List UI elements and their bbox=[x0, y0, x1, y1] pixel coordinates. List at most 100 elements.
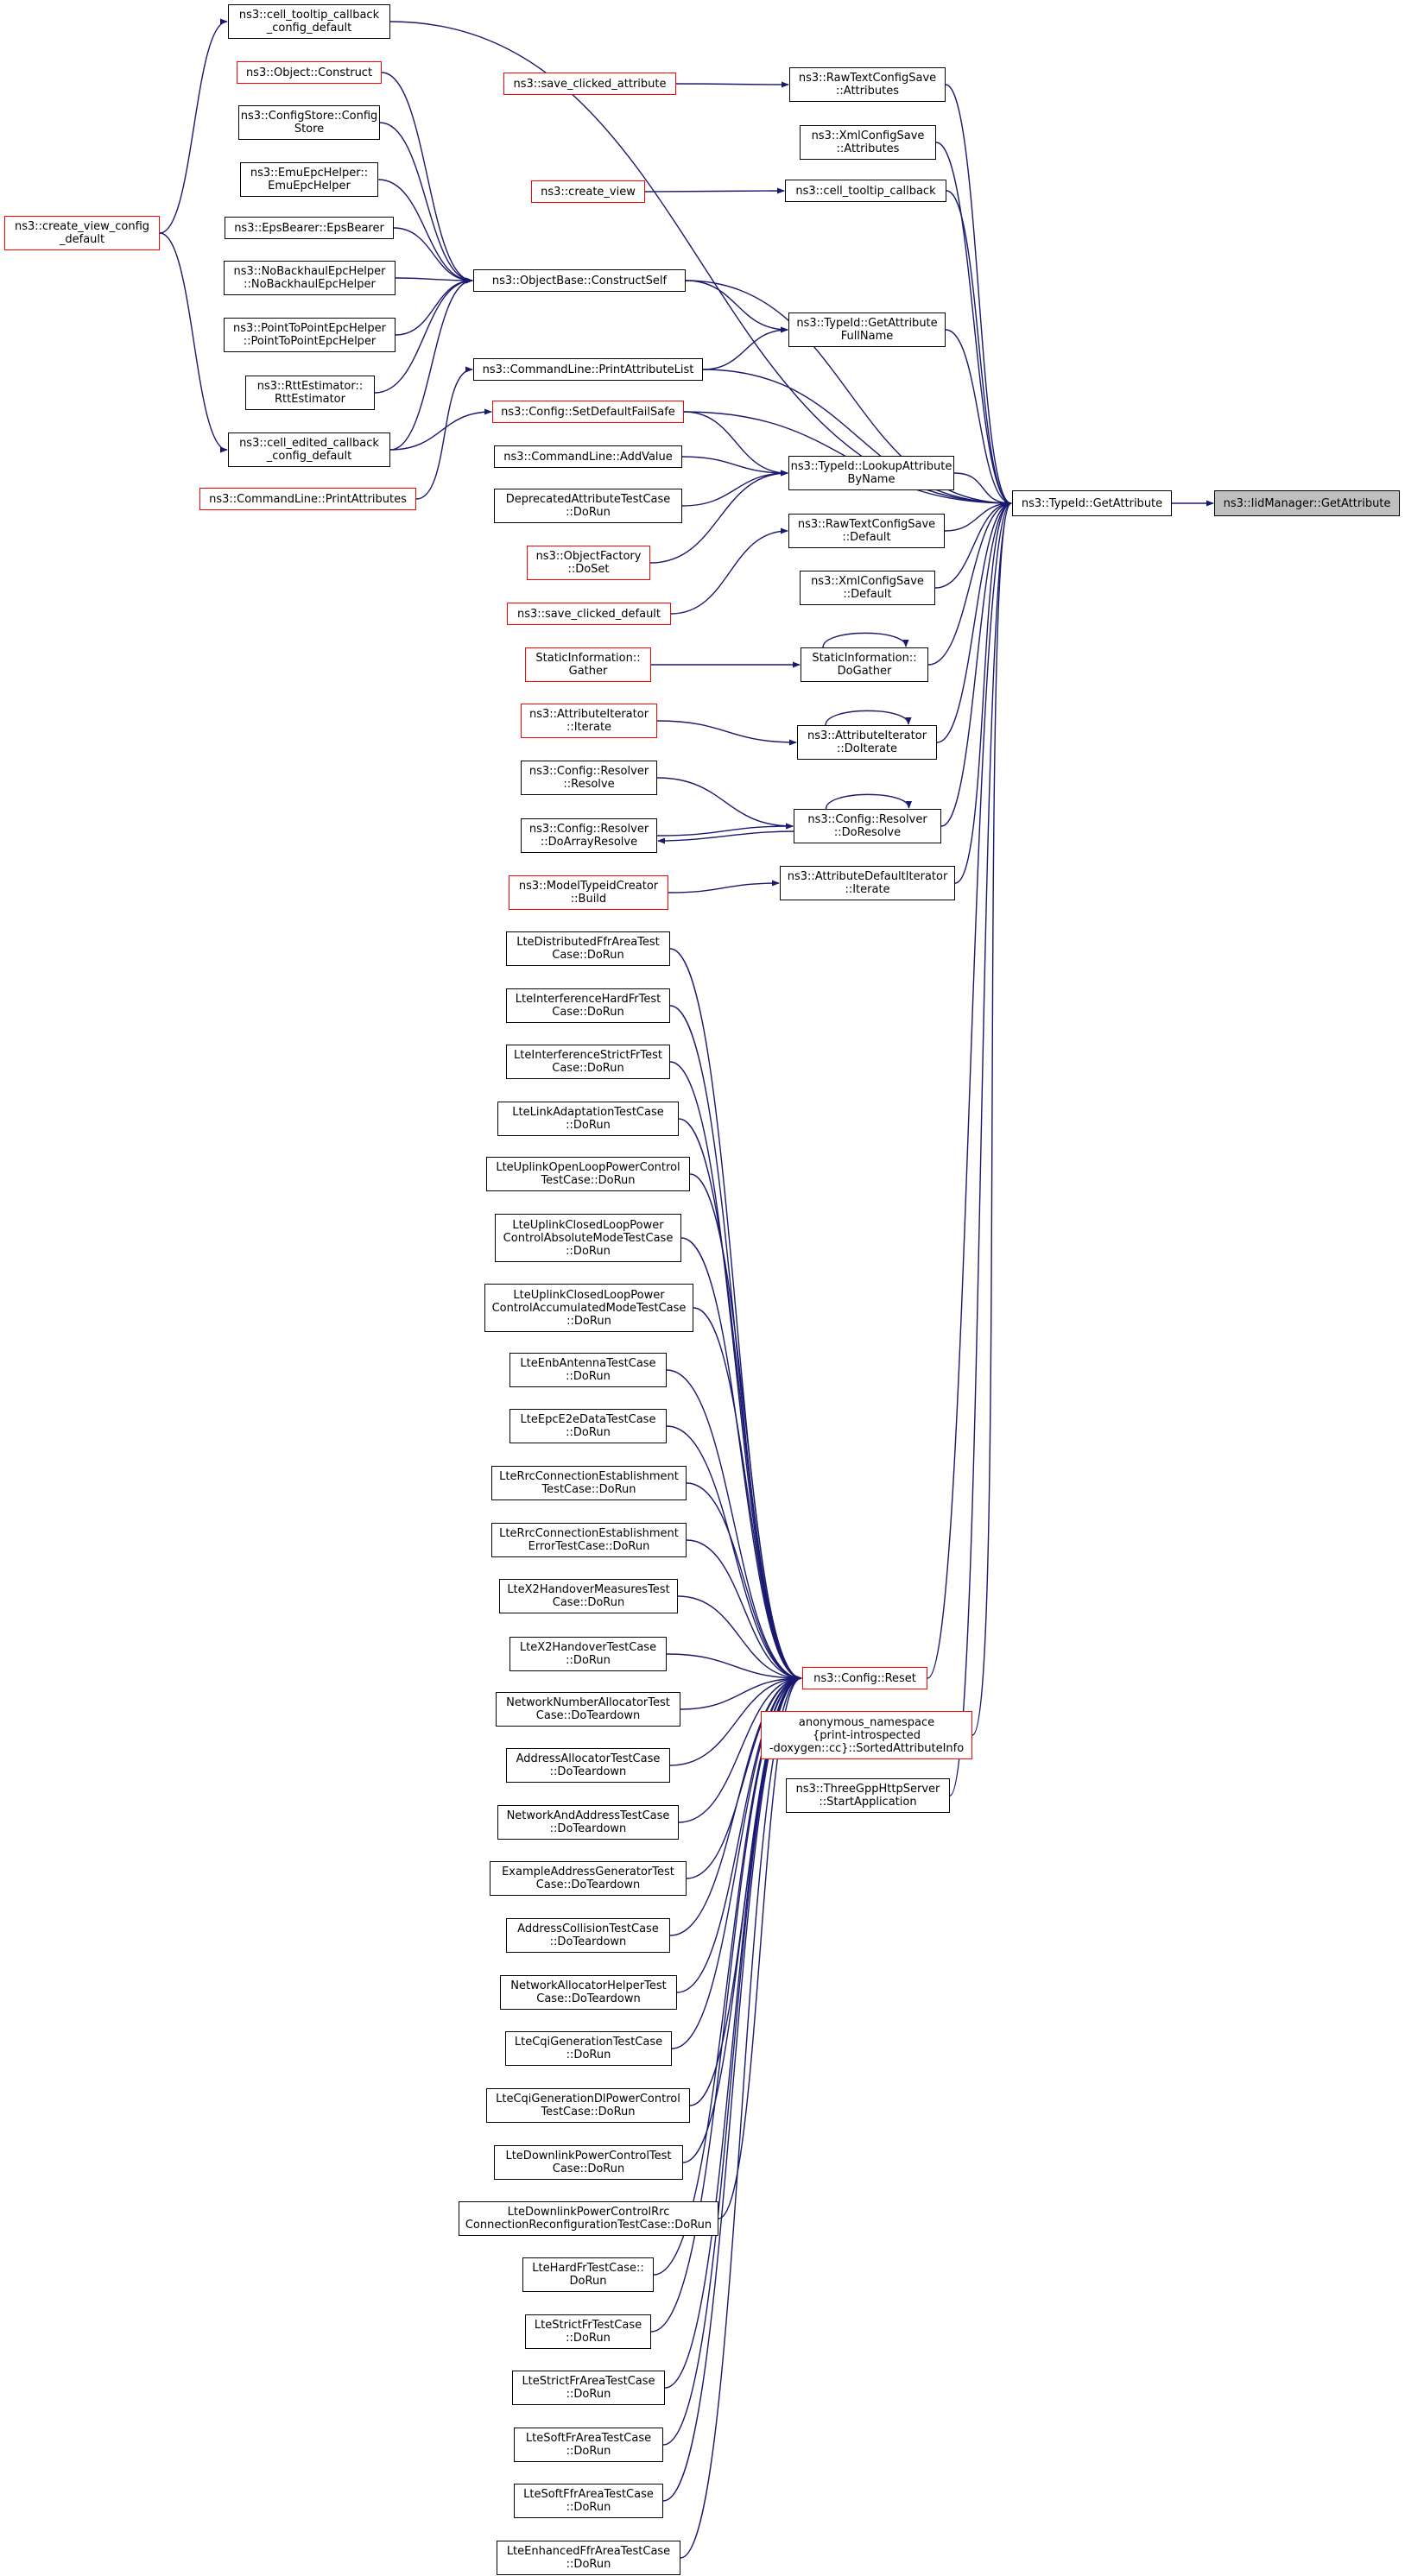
graph-node-t18[interactable]: AddressCollisionTestCase ::DoTeardown bbox=[506, 1918, 670, 1953]
graph-node-t05[interactable]: LteUplinkOpenLoopPowerControl TestCase::… bbox=[486, 1157, 690, 1191]
graph-node-p2p-epc[interactable]: ns3::PointToPointEpcHelper ::PointToPoin… bbox=[224, 318, 396, 352]
graph-node-resolver-doresolve[interactable]: ns3::Config::Resolver ::DoResolve bbox=[794, 809, 941, 843]
graph-node-eps-bearer[interactable]: ns3::EpsBearer::EpsBearer bbox=[225, 217, 394, 239]
graph-node-object-construct[interactable]: ns3::Object::Construct bbox=[237, 61, 382, 84]
graph-node-resolver-resolve[interactable]: ns3::Config::Resolver ::Resolve bbox=[521, 761, 657, 795]
edge-t09-to-config-reset bbox=[666, 1425, 802, 1682]
graph-node-cell-tooltip-cb[interactable]: ns3::cell_tooltip_callback bbox=[785, 180, 946, 202]
graph-node-t11[interactable]: LteRrcConnectionEstablishment ErrorTestC… bbox=[491, 1523, 687, 1557]
edge-resolver-doresolve-to-resolver-doarray bbox=[657, 830, 794, 844]
graph-node-t21[interactable]: LteCqiGenerationDlPowerControl TestCase:… bbox=[486, 2088, 690, 2123]
edge-t11-to-config-reset bbox=[686, 1539, 802, 1682]
graph-node-config-setdefault[interactable]: ns3::Config::SetDefaultFailSafe bbox=[492, 401, 684, 423]
graph-node-attr-doiterate[interactable]: ns3::AttributeIterator ::DoIterate bbox=[797, 725, 937, 760]
graph-node-nobackhaul[interactable]: ns3::NoBackhaulEpcHelper ::NoBackhaulEpc… bbox=[224, 261, 396, 295]
graph-node-t17[interactable]: ExampleAddressGeneratorTest Case::DoTear… bbox=[490, 1861, 687, 1896]
edge-save-clicked-default-to-rtcs-default bbox=[670, 527, 788, 615]
graph-node-t01[interactable]: LteDistributedFfrAreaTest Case::DoRun bbox=[506, 931, 670, 966]
graph-node-save-clicked-default[interactable]: ns3::save_clicked_default bbox=[507, 603, 671, 625]
graph-node-t03[interactable]: LteInterferenceStrictFrTest Case::DoRun bbox=[506, 1045, 670, 1079]
graph-node-t16[interactable]: NetworkAndAddressTestCase ::DoTeardown bbox=[497, 1805, 679, 1840]
graph-node-xml-attr[interactable]: ns3::XmlConfigSave ::Attributes bbox=[800, 125, 936, 160]
edge-t04-to-config-reset bbox=[678, 1118, 802, 1682]
graph-node-adi-iterate[interactable]: ns3::AttributeDefaultIterator ::Iterate bbox=[780, 866, 955, 900]
graph-node-anon-sorted[interactable]: anonymous_namespace {print-introspected … bbox=[761, 1711, 972, 1759]
graph-node-t29[interactable]: LteEnhancedFfrAreaTestCase ::DoRun bbox=[497, 2541, 680, 2575]
graph-node-t02[interactable]: LteInterferenceHardFrTest Case::DoRun bbox=[506, 988, 670, 1023]
edge-cmd-printattrs-to-cmd-printattrlist bbox=[415, 366, 473, 500]
graph-node-t09[interactable]: LteEpcE2eDataTestCase ::DoRun bbox=[509, 1409, 667, 1443]
graph-node-t25[interactable]: LteStrictFrTestCase ::DoRun bbox=[525, 2314, 651, 2349]
graph-node-t24[interactable]: LteHardFrTestCase:: DoRun bbox=[522, 2257, 654, 2292]
graph-node-attr-iterate[interactable]: ns3::AttributeIterator ::Iterate bbox=[521, 704, 657, 738]
graph-node-iid-get[interactable]: ns3::IidManager::GetAttribute bbox=[1214, 490, 1400, 516]
graph-node-static-gather[interactable]: StaticInformation:: Gather bbox=[525, 647, 651, 682]
graph-node-t20[interactable]: LteCqiGenerationTestCase ::DoRun bbox=[505, 2031, 672, 2066]
graph-node-objbase-construct[interactable]: ns3::ObjectBase::ConstructSelf bbox=[473, 269, 686, 292]
graph-node-threegpp[interactable]: ns3::ThreeGppHttpServer ::StartApplicati… bbox=[786, 1778, 950, 1813]
graph-node-rtt-estimator[interactable]: ns3::RttEstimator:: RttEstimator bbox=[245, 376, 375, 410]
edge-configstore-ctor-to-objbase-construct bbox=[379, 122, 473, 284]
graph-node-model-typeid-build[interactable]: ns3::ModelTypeidCreator ::Build bbox=[509, 875, 668, 910]
graph-node-t08[interactable]: LteEnbAntennaTestCase ::DoRun bbox=[509, 1353, 667, 1387]
edge-anon-sorted-to-typeid-get bbox=[971, 500, 1012, 1736]
graph-node-rtcs-attr[interactable]: ns3::RawTextConfigSave ::Attributes bbox=[789, 67, 946, 102]
graph-node-t19[interactable]: NetworkAllocatorHelperTest Case::DoTeard… bbox=[500, 1975, 677, 2010]
graph-node-deprecated-test[interactable]: DeprecatedAttributeTestCase ::DoRun bbox=[494, 489, 682, 523]
graph-node-t04[interactable]: LteLinkAdaptationTestCase ::DoRun bbox=[497, 1102, 679, 1136]
edge-cmd-addvalue-to-tid-lookup bbox=[681, 456, 788, 477]
graph-node-cmd-addvalue[interactable]: ns3::CommandLine::AddValue bbox=[494, 445, 682, 468]
graph-node-objfactory-doset[interactable]: ns3::ObjectFactory ::DoSet bbox=[527, 546, 650, 580]
graph-node-t22[interactable]: LteDownlinkPowerControlTest Case::DoRun bbox=[494, 2145, 683, 2180]
graph-node-config-reset[interactable]: ns3::Config::Reset bbox=[802, 1667, 927, 1689]
graph-node-t27[interactable]: LteSoftFrAreaTestCase ::DoRun bbox=[514, 2428, 663, 2462]
graph-node-t23[interactable]: LteDownlinkPowerControlRrc ConnectionRec… bbox=[459, 2201, 718, 2236]
graph-node-t13[interactable]: LteX2HandoverTestCase ::DoRun bbox=[509, 1637, 667, 1671]
graph-node-tid-lookup[interactable]: ns3::TypeId::LookupAttribute ByName bbox=[788, 456, 954, 490]
edge-save-clicked-attr-to-rtcs-attr bbox=[675, 81, 789, 88]
graph-node-cmd-printattrs[interactable]: ns3::CommandLine::PrintAttributes bbox=[199, 488, 416, 510]
graph-node-save-clicked-attr[interactable]: ns3::save_clicked_attribute bbox=[503, 73, 676, 95]
edge-t12-to-config-reset bbox=[677, 1595, 802, 1682]
edge-emu-epc-to-objbase-construct bbox=[377, 179, 473, 284]
edge-rtcs-default-to-typeid-get bbox=[944, 500, 1012, 532]
edge-t15-to-config-reset bbox=[669, 1675, 802, 1766]
edge-eps-bearer-to-objbase-construct bbox=[393, 227, 473, 284]
graph-node-rtcs-default[interactable]: ns3::RawTextConfigSave ::Default bbox=[788, 514, 945, 548]
graph-node-cell-tooltip-cfg[interactable]: ns3::cell_tooltip_callback _config_defau… bbox=[228, 4, 390, 39]
edge-resolver-doarray-to-resolver-doresolve bbox=[656, 823, 794, 837]
edge-attr-doiterate-to-attr-doiterate bbox=[825, 710, 912, 726]
graph-node-t10[interactable]: LteRrcConnectionEstablishment TestCase::… bbox=[491, 1466, 687, 1500]
graph-node-t15[interactable]: AddressAllocatorTestCase ::DoTeardown bbox=[506, 1748, 670, 1783]
graph-node-create-view[interactable]: ns3::create_view bbox=[531, 180, 645, 203]
edge-cell-edited-cfg-to-config-setdefault bbox=[389, 408, 492, 451]
graph-node-t28[interactable]: LteSoftFfrAreaTestCase ::DoRun bbox=[514, 2484, 663, 2518]
edge-objfactory-doset-to-tid-lookup bbox=[649, 470, 788, 564]
graph-node-t26[interactable]: LteStrictFrAreaTestCase ::DoRun bbox=[512, 2371, 665, 2405]
edge-xml-attr-to-typeid-get bbox=[935, 142, 1012, 507]
edge-t16-to-config-reset bbox=[678, 1675, 802, 1823]
graph-node-cell-edited-cfg[interactable]: ns3::cell_edited_callback _config_defaul… bbox=[228, 432, 390, 467]
graph-node-configstore-ctor[interactable]: ns3::ConfigStore::Config Store bbox=[238, 105, 380, 140]
edge-config-setdefault-to-tid-lookup bbox=[683, 411, 788, 477]
edge-t08-to-config-reset bbox=[666, 1369, 802, 1682]
graph-node-xml-default[interactable]: ns3::XmlConfigSave ::Default bbox=[800, 571, 935, 605]
graph-node-static-dogather[interactable]: StaticInformation:: DoGather bbox=[801, 647, 928, 682]
edge-t18-to-config-reset bbox=[669, 1675, 802, 1936]
graph-node-create-view-cfg[interactable]: ns3::create_view_config _default bbox=[4, 216, 160, 250]
graph-node-emu-epc[interactable]: ns3::EmuEpcHelper:: EmuEpcHelper bbox=[240, 162, 378, 197]
edge-create-view-cfg-to-cell-tooltip-cfg bbox=[159, 18, 228, 234]
graph-node-t14[interactable]: NetworkNumberAllocatorTest Case::DoTeard… bbox=[496, 1692, 680, 1727]
edge-objbase-construct-to-typeid-get bbox=[685, 280, 1012, 507]
graph-node-t06[interactable]: LteUplinkClosedLoopPower ControlAbsolute… bbox=[495, 1214, 681, 1262]
edge-adi-iterate-to-typeid-get bbox=[954, 500, 1012, 884]
graph-node-resolver-doarray[interactable]: ns3::Config::Resolver ::DoArrayResolve bbox=[521, 818, 657, 853]
edge-xml-default-to-typeid-get bbox=[934, 500, 1012, 589]
graph-node-t12[interactable]: LteX2HandoverMeasuresTest Case::DoRun bbox=[499, 1579, 678, 1613]
graph-node-tid-fullname[interactable]: ns3::TypeId::GetAttribute FullName bbox=[788, 313, 946, 347]
edge-config-reset-to-typeid-get bbox=[927, 500, 1012, 1679]
graph-node-typeid-get[interactable]: ns3::TypeId::GetAttribute bbox=[1012, 490, 1172, 516]
graph-node-cmd-printattrlist[interactable]: ns3::CommandLine::PrintAttributeList bbox=[473, 358, 703, 381]
graph-node-t07[interactable]: LteUplinkClosedLoopPower ControlAccumula… bbox=[484, 1284, 693, 1332]
